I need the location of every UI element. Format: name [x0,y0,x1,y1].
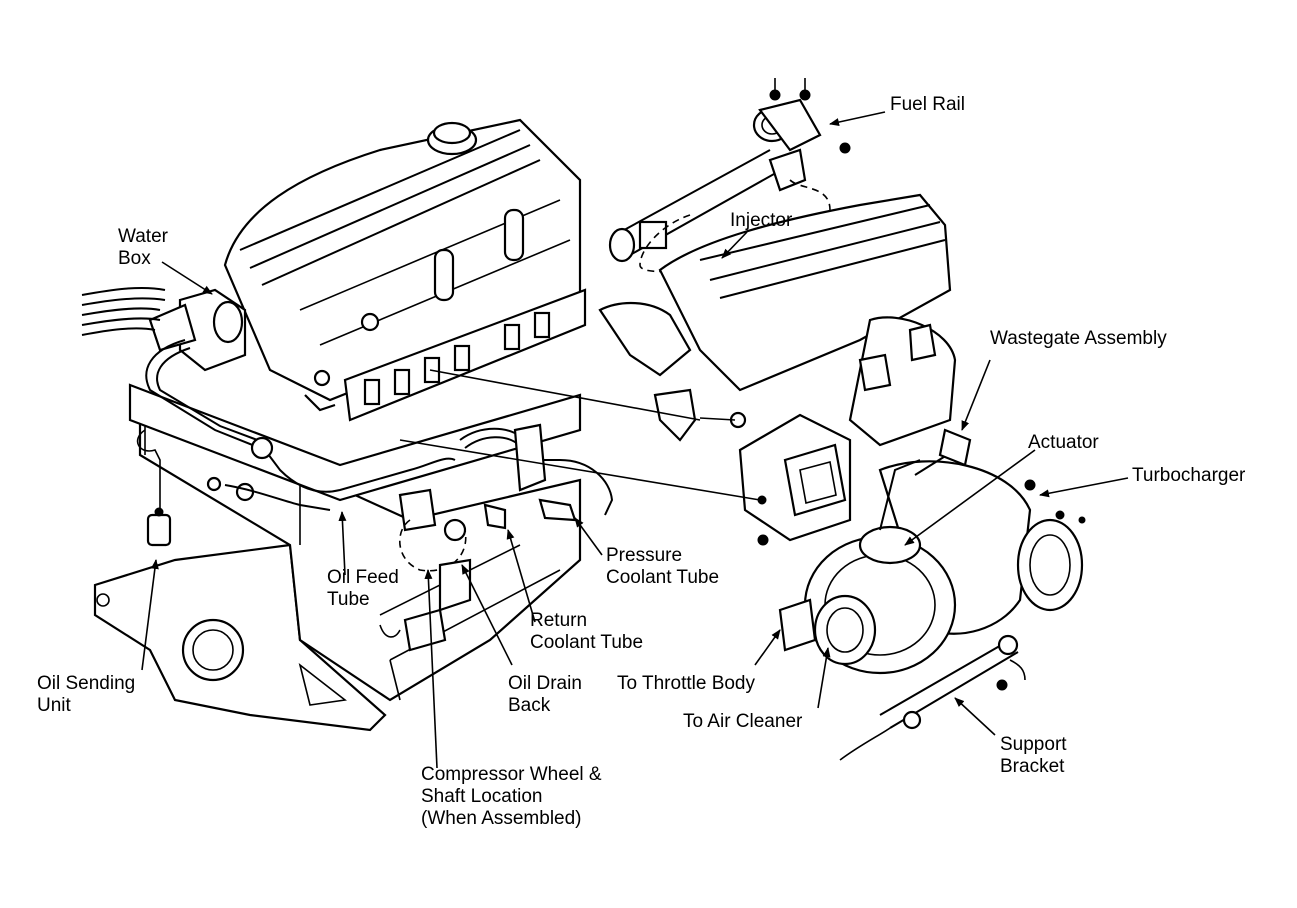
coolant-tubes-drawing [459,423,614,530]
label-oil-feed-tube-line2: Tube [327,589,370,610]
label-oil-feed-tube: Oil Feed Tube [327,567,399,611]
gasket-to-manifold-line [429,369,701,421]
label-compressor-wheel-line2: Shaft Location [421,786,543,807]
fuel-rail-drawing [608,78,851,273]
wiring-harness [81,286,166,336]
label-to-air-cleaner: To Air Cleaner [683,711,803,732]
leader-lines [141,111,1129,769]
exhaust-flange-drawing [738,413,852,546]
label-water-box: Water Box [118,226,168,270]
oil-feed-tube-drawing [145,339,456,511]
exhaust-gasket [343,288,587,422]
label-turbocharger: Turbocharger [1132,465,1246,486]
label-water-box-line2: Box [118,248,151,269]
label-oil-sending-unit-line2: Unit [37,695,71,716]
label-oil-sending-unit-line1: Oil Sending [37,673,136,694]
support-bracket-drawing [839,634,1026,761]
water-box [148,288,247,372]
label-oil-drain-back-line2: Back [508,695,551,716]
label-pressure-coolant-tube: Pressure Coolant Tube [606,545,719,589]
label-return-coolant-tube: Return Coolant Tube [530,610,643,654]
label-compressor-wheel-line3: (When Assembled) [421,808,582,829]
label-support-bracket-line1: Support [1000,734,1067,755]
intake-manifold-drawing [598,193,957,447]
label-return-coolant-tube-line1: Return [530,610,588,631]
label-compressor-wheel: Compressor Wheel & Shaft Location (When … [421,764,602,830]
block-to-flange-line [399,439,761,501]
label-pressure-coolant-tube-line2: Coolant Tube [606,567,720,588]
label-return-coolant-tube-line2: Coolant Tube [530,632,644,653]
label-compressor-wheel-line1: Compressor Wheel & [421,764,602,785]
label-oil-feed-tube-line1: Oil Feed [327,567,399,588]
engine-block [93,383,582,732]
label-pressure-coolant-tube-line1: Pressure [606,545,683,566]
label-oil-drain-back: Oil Drain Back [508,673,582,717]
label-support-bracket: Support Bracket [1000,734,1067,778]
turbocharger-drawing [778,428,1086,675]
label-to-throttle-body: To Throttle Body [617,673,756,694]
label-water-box-line1: Water [118,226,168,247]
label-wastegate-assembly: Wastegate Assembly [990,328,1167,349]
label-oil-drain-back-line1: Oil Drain [508,673,582,694]
label-support-bracket-line2: Bracket [1000,756,1065,777]
label-fuel-rail: Fuel Rail [890,94,965,115]
label-actuator: Actuator [1028,432,1099,453]
oil-sending-unit-drawing [136,429,172,547]
label-injector: Injector [730,210,793,231]
label-oil-sending-unit: Oil Sending Unit [37,673,135,717]
